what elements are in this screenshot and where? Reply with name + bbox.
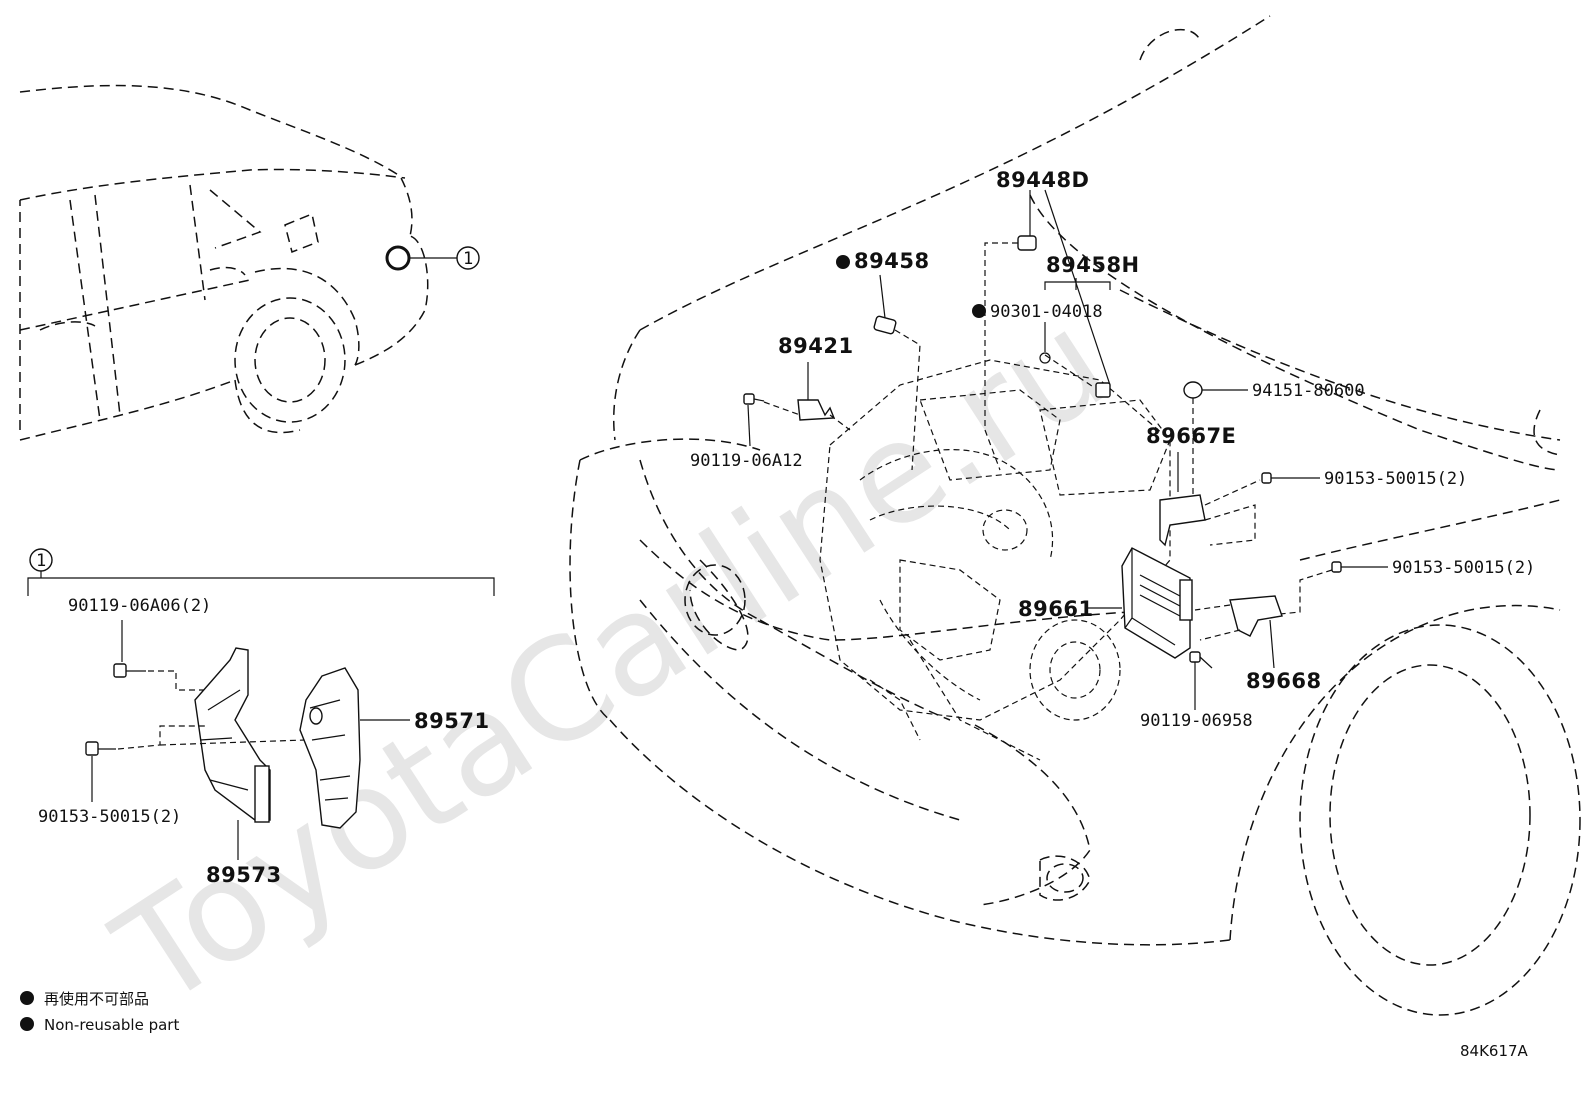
legend-text-en: Non-reusable part bbox=[44, 1016, 179, 1034]
part-90301-04018-label: 90301-04018 bbox=[990, 302, 1103, 322]
sensor-89458[interactable]: 89458 bbox=[836, 249, 930, 471]
part-94151-80600-label: 94151-80600 bbox=[1252, 381, 1365, 401]
bolt-90153-50015-upper[interactable]: 90153-50015(2) bbox=[1261, 469, 1467, 489]
callout-circle-location bbox=[385, 245, 411, 271]
part-89421-label: 89421 bbox=[778, 334, 854, 358]
sensor-89448D[interactable]: 89448D bbox=[984, 168, 1111, 471]
part-90119-06958-label: 90119-06958 bbox=[1140, 711, 1253, 731]
part-89667E-label: 89667E bbox=[1146, 424, 1236, 448]
module-89571[interactable]: 89571 bbox=[299, 667, 490, 829]
legend-marker-jp bbox=[20, 991, 34, 1005]
ecu-89661[interactable]: 89661 bbox=[1018, 547, 1193, 659]
nut-94151-80600[interactable]: 94151-80600 bbox=[1183, 381, 1365, 500]
part-89661-label: 89661 bbox=[1018, 597, 1094, 621]
seal-90301-04018[interactable]: 90301-04018 bbox=[972, 302, 1103, 364]
part-89573-label: 89573 bbox=[206, 863, 282, 887]
detail-callout-label: 1 bbox=[36, 551, 46, 571]
bracket-89668[interactable]: 89668 bbox=[1194, 595, 1322, 693]
callout-label: 1 bbox=[463, 249, 473, 269]
sensor-89458H[interactable]: 89458H bbox=[1044, 253, 1140, 398]
part-90119-06A12-label: 90119-06A12 bbox=[690, 451, 803, 471]
non-reusable-marker bbox=[836, 255, 850, 269]
sensor-89421[interactable]: 89421 bbox=[778, 334, 854, 431]
bracket-89667E[interactable]: 89667E bbox=[1146, 424, 1261, 547]
bolt-90119-06A06[interactable]: 90119-06A06(2) bbox=[68, 596, 211, 691]
part-90153-50015-upper-label: 90153-50015(2) bbox=[1324, 469, 1467, 489]
bolt-90153-50015-left[interactable]: 90153-50015(2) bbox=[38, 725, 306, 827]
non-reusable-marker bbox=[972, 304, 986, 318]
legend-text-jp: 再使用不可部品 bbox=[44, 990, 149, 1008]
part-90119-06A06-label: 90119-06A06(2) bbox=[68, 596, 211, 616]
engine-block bbox=[819, 359, 1171, 761]
diagram-code: 84K617A bbox=[1460, 1042, 1529, 1060]
rear-car-illustration: 1 bbox=[19, 84, 480, 441]
bolt-90119-06958[interactable]: 90119-06958 bbox=[1140, 651, 1253, 731]
part-90153-50015-left-label: 90153-50015(2) bbox=[38, 807, 181, 827]
part-89448D-label: 89448D bbox=[996, 168, 1090, 192]
bolt-90153-50015-lower[interactable]: 90153-50015(2) bbox=[1279, 558, 1535, 615]
part-89458H-label: 89458H bbox=[1046, 253, 1140, 277]
front-car-illustration bbox=[569, 15, 1581, 1016]
part-89668-label: 89668 bbox=[1246, 669, 1322, 693]
legend-marker-en bbox=[20, 1017, 34, 1031]
part-89458-label: 89458 bbox=[854, 249, 930, 273]
part-90153-50015-lower-label: 90153-50015(2) bbox=[1392, 558, 1535, 578]
part-89571-label: 89571 bbox=[414, 709, 490, 733]
bracket-89573[interactable]: 89573 bbox=[194, 647, 282, 887]
detail-section-1: 1 bbox=[27, 548, 495, 596]
bolt-90119-06A12[interactable]: 90119-06A12 bbox=[690, 393, 803, 471]
legend: 再使用不可部品 Non-reusable part bbox=[20, 990, 179, 1034]
